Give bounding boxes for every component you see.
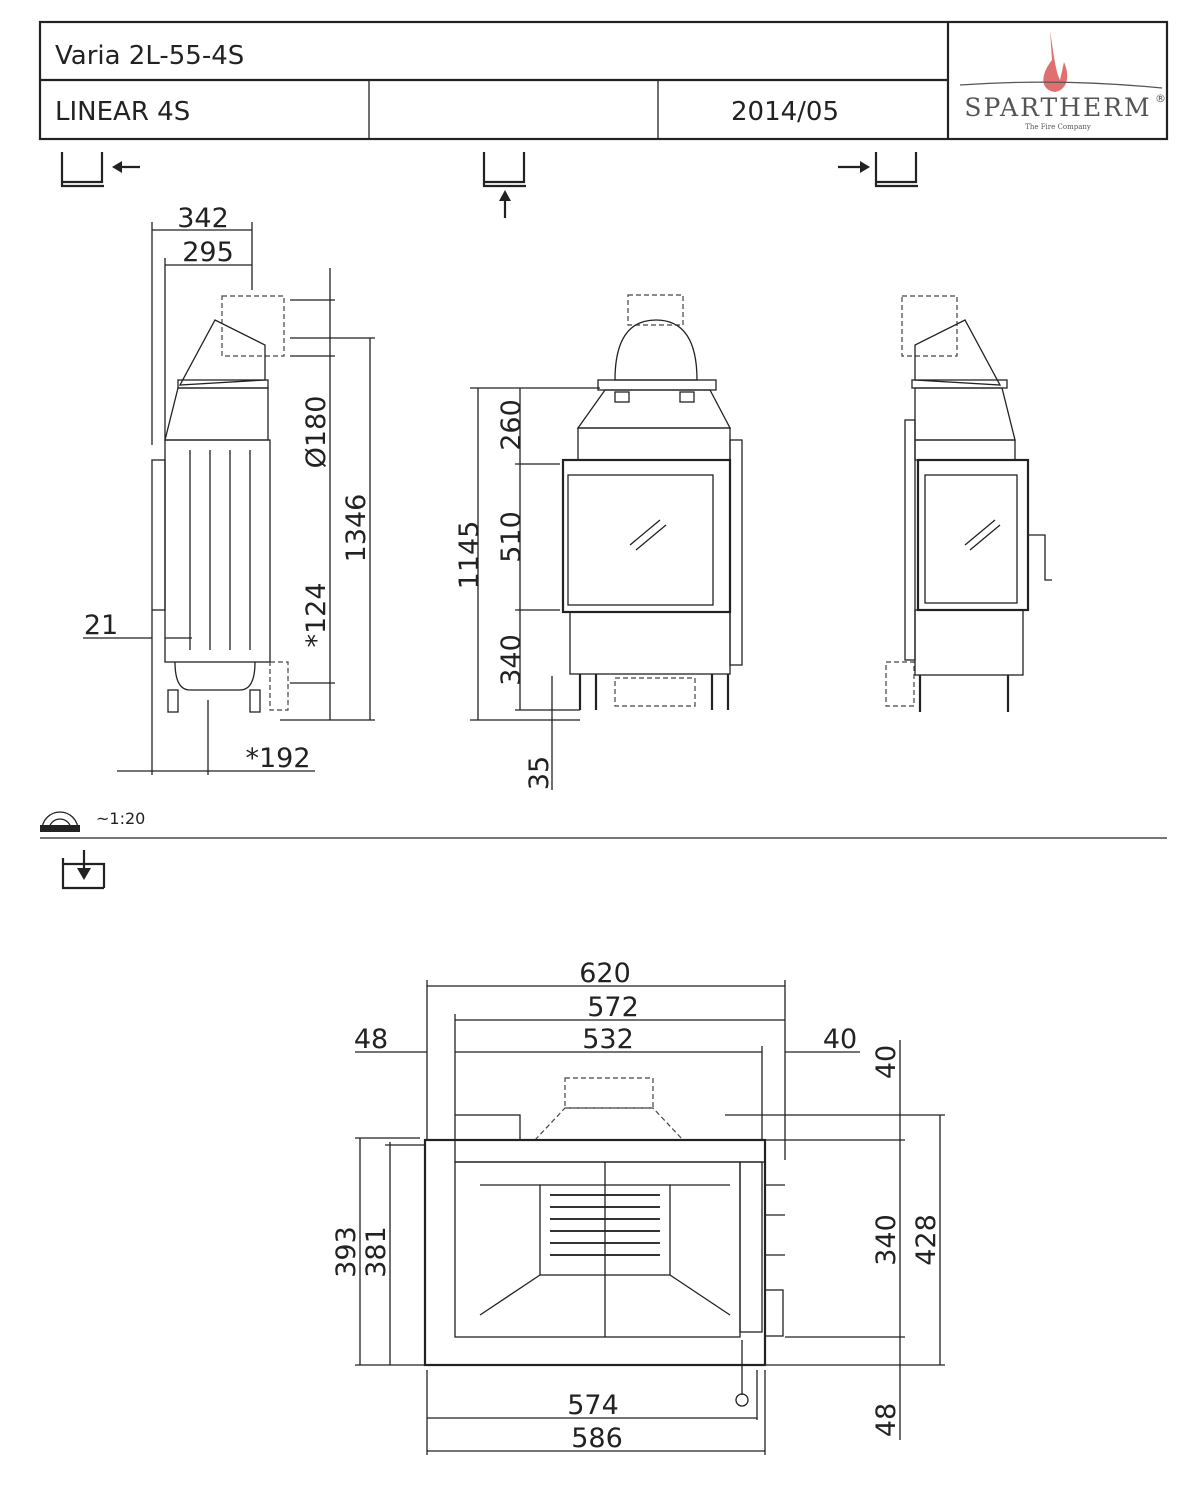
dim-diameter-180: Ø180 bbox=[301, 396, 332, 469]
dim-428: 428 bbox=[911, 1214, 942, 1266]
view-right-icon bbox=[838, 152, 918, 188]
dim-295: 295 bbox=[182, 237, 234, 268]
svg-text:The Fire Company: The Fire Company bbox=[1025, 123, 1091, 131]
dim-40-right: 40 bbox=[823, 1024, 857, 1055]
dim-48-bottom: 48 bbox=[871, 1403, 902, 1437]
scale-label: ~1:20 bbox=[96, 809, 145, 828]
dim-48-left: 48 bbox=[354, 1024, 388, 1055]
right-view bbox=[885, 295, 1052, 712]
logo-brand: SPARTHERM bbox=[964, 93, 1151, 122]
dim-260: 260 bbox=[496, 399, 527, 451]
dim-532: 532 bbox=[582, 1024, 634, 1055]
dim-340: 340 bbox=[496, 634, 527, 686]
dim-586: 586 bbox=[571, 1423, 623, 1454]
dim-620: 620 bbox=[579, 958, 631, 989]
view-top-icon bbox=[61, 850, 106, 890]
svg-text:®: ® bbox=[1155, 92, 1166, 105]
dim-35: 35 bbox=[524, 756, 555, 790]
dim-192: *192 bbox=[245, 743, 310, 774]
dim-381: 381 bbox=[361, 1226, 392, 1278]
dim-572: 572 bbox=[587, 992, 639, 1023]
date: 2014/05 bbox=[731, 97, 839, 127]
series-name: LINEAR 4S bbox=[55, 97, 190, 127]
dim-393: 393 bbox=[331, 1226, 362, 1278]
top-view: 620 572 532 48 40 40 340 428 48 393 381 … bbox=[331, 958, 945, 1455]
dim-40-vertical: 40 bbox=[871, 1045, 902, 1079]
dim-124: *124 bbox=[301, 582, 332, 647]
dim-340-top: 340 bbox=[871, 1214, 902, 1266]
scale-protractor-icon bbox=[40, 811, 80, 832]
view-left-icon bbox=[60, 152, 140, 188]
view-front-icon bbox=[482, 152, 526, 218]
dim-510: 510 bbox=[496, 511, 527, 563]
dim-574: 574 bbox=[567, 1390, 619, 1421]
dim-342: 342 bbox=[177, 203, 229, 234]
dim-1346: 1346 bbox=[341, 494, 372, 563]
title-block: Varia 2L-55-4S LINEAR 4S 2014/05 SPARTHE… bbox=[38, 20, 1169, 141]
spartherm-logo: SPARTHERM ® The Fire Company bbox=[959, 30, 1166, 131]
side-view: 342 295 Ø180 1346 *124 21 *192 bbox=[83, 203, 375, 775]
dim-1145: 1145 bbox=[454, 521, 485, 590]
dim-21: 21 bbox=[84, 610, 118, 641]
front-view: 1145 260 510 340 35 bbox=[454, 294, 743, 790]
model-name: Varia 2L-55-4S bbox=[55, 41, 244, 71]
